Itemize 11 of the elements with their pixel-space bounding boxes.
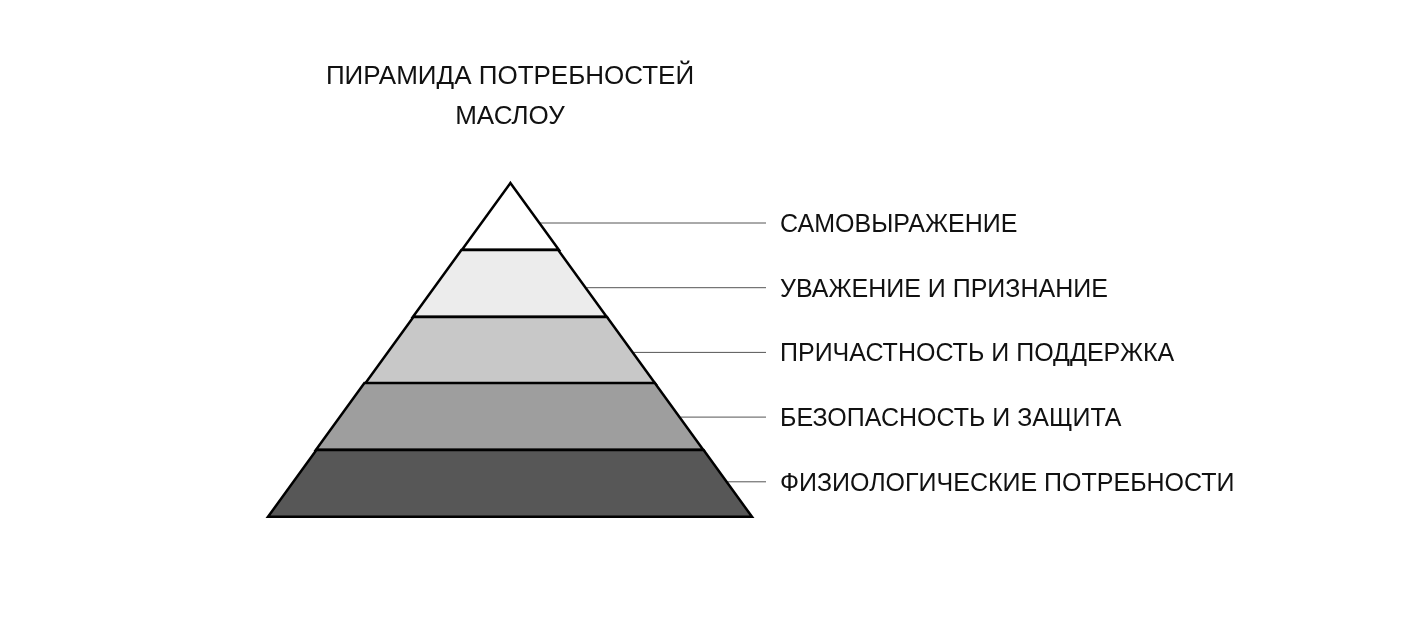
level-label: САМОВЫРАЖЕНИЕ bbox=[780, 208, 1018, 238]
level-label: ПРИЧАСТНОСТЬ И ПОДДЕРЖКА bbox=[780, 337, 1175, 368]
leader-line bbox=[586, 287, 767, 289]
leader-line bbox=[539, 222, 767, 224]
diagram-title: ПИРАМИДА ПОТРЕБНОСТЕЙ МАСЛОУ bbox=[324, 59, 696, 132]
leader-line bbox=[727, 481, 767, 483]
level-label: УВАЖЕНИЕ И ПРИЗНАНИЕ bbox=[780, 272, 1108, 303]
leader-line bbox=[633, 351, 767, 353]
level-label: ФИЗИОЛОГИЧЕСКИЕ ПОТРЕБНОСТИ bbox=[780, 466, 1235, 497]
level-label: БЕЗОПАСНОСТЬ И ЗАЩИТА bbox=[780, 402, 1122, 433]
leader-line bbox=[680, 416, 767, 418]
